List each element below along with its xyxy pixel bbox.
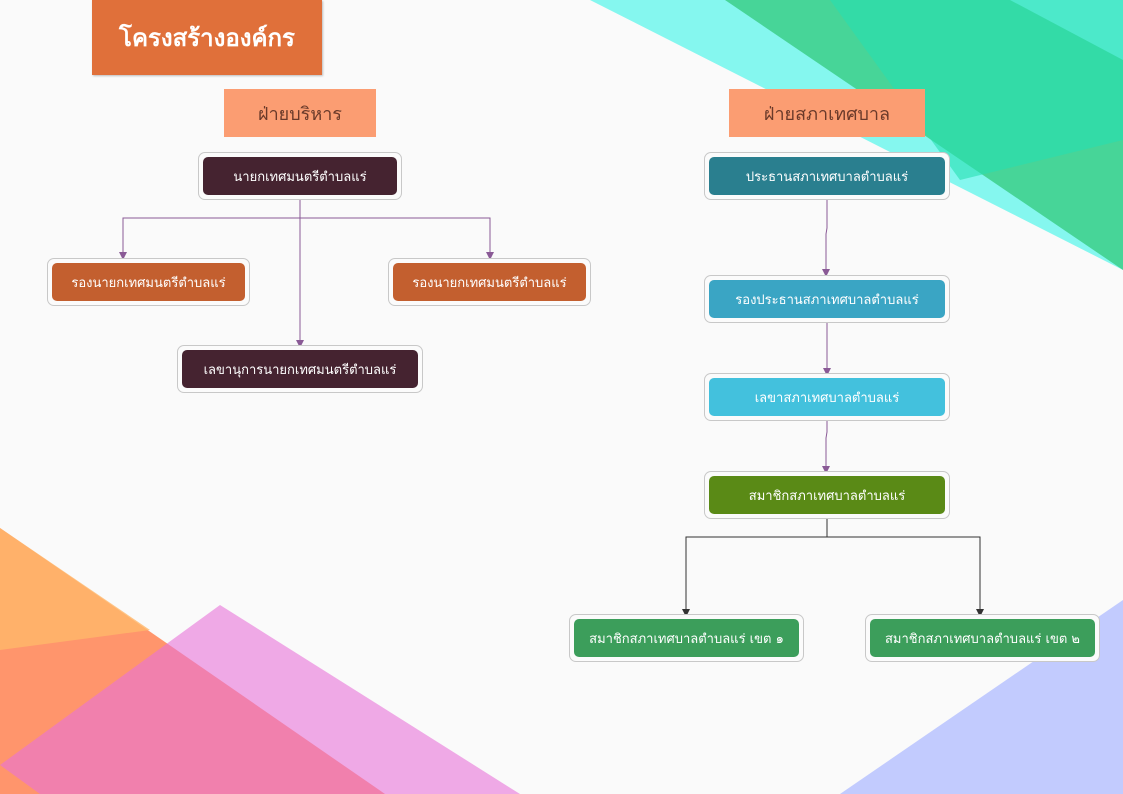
bottom-left-yellow-glow [0,528,150,650]
node-council-president: ประธานสภาเทศบาลตำบลแร่ [704,152,950,200]
node-zone-1: สมาชิกสภาเทศบาลตำบลแร่ เขต ๑ [569,614,804,662]
node-council-vice-president: รองประธานสภาเทศบาลตำบลแร่ [704,275,950,323]
node-deputy-right-label: รองนายกเทศมนตรีตำบลแร่ [393,263,586,301]
node-deputy-right: รองนายกเทศมนตรีตำบลแร่ [388,258,591,306]
top-right-emerald-band [830,0,1123,180]
bottom-left-pink-band [0,605,520,794]
node-mayor-secretary: เลขานุการนายกเทศมนตรีตำบลแร่ [177,345,423,393]
section-executive: ฝ่ายบริหาร [224,89,376,137]
node-deputy-left: รองนายกเทศมนตรีตำบลแร่ [47,258,250,306]
node-mayor: นายกเทศมนตรีตำบลแร่ [198,152,402,200]
node-zone-2: สมาชิกสภาเทศบาลตำบลแร่ เขต ๒ [865,614,1100,662]
node-mayor-secretary-label: เลขานุการนายกเทศมนตรีตำบลแร่ [182,350,418,388]
page-title: โครงสร้างองค์กร [92,0,322,75]
node-council-president-label: ประธานสภาเทศบาลตำบลแร่ [709,157,945,195]
node-zone-2-label: สมาชิกสภาเทศบาลตำบลแร่ เขต ๒ [870,619,1095,657]
node-deputy-left-label: รองนายกเทศมนตรีตำบลแร่ [52,263,245,301]
node-council-member: สมาชิกสภาเทศบาลตำบลแร่ [704,471,950,519]
node-council-member-label: สมาชิกสภาเทศบาลตำบลแร่ [709,476,945,514]
node-mayor-label: นายกเทศมนตรีตำบลแร่ [203,157,397,195]
node-council-secretary-label: เลขาสภาเทศบาลตำบลแร่ [709,378,945,416]
node-zone-1-label: สมาชิกสภาเทศบาลตำบลแร่ เขต ๑ [574,619,799,657]
node-council-secretary: เลขาสภาเทศบาลตำบลแร่ [704,373,950,421]
section-council: ฝ่ายสภาเทศบาล [729,89,925,137]
node-council-vice-president-label: รองประธานสภาเทศบาลตำบลแร่ [709,280,945,318]
